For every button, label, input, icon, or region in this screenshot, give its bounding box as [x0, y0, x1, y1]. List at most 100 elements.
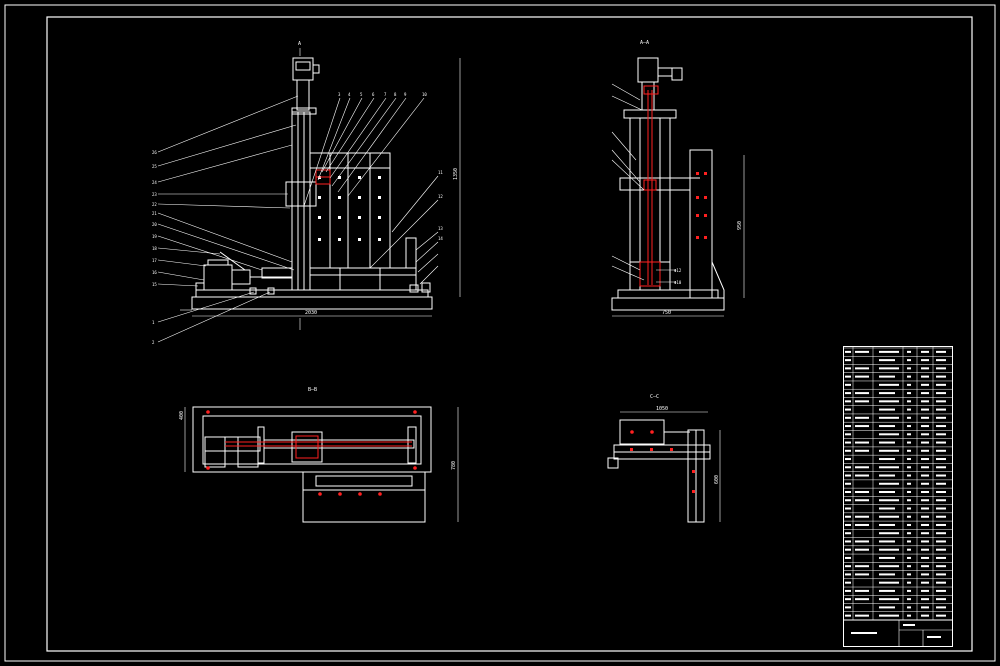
bom-cell-mark [921, 350, 929, 353]
detail-right-dim: 600 [714, 475, 720, 484]
bom-cell-mark [855, 367, 869, 370]
bom-cell-mark [845, 523, 851, 526]
bom-cell-mark [921, 598, 929, 601]
svg-text:14: 14 [438, 236, 443, 241]
bom-cell-mark [936, 408, 946, 411]
svg-text:25: 25 [152, 164, 157, 169]
svg-text:24: 24 [152, 180, 157, 185]
bom-cell-mark [845, 573, 851, 576]
bom-cell-mark [879, 482, 899, 485]
svg-text:8: 8 [394, 92, 397, 97]
bom-cell-mark [921, 614, 929, 617]
svg-text:19: 19 [152, 234, 157, 239]
front-view-red-detail [315, 169, 331, 185]
title-block-mark-2 [903, 624, 915, 626]
bom-cell-mark [921, 441, 929, 444]
bom-cell-mark [907, 482, 911, 485]
side-view-holes [696, 172, 707, 239]
bom-cell-mark [907, 474, 911, 477]
front-section-mark: A [298, 41, 301, 47]
bom-cell-mark [921, 515, 929, 518]
bom-cell-mark [921, 474, 929, 477]
bom-cell-mark [845, 392, 851, 395]
bom-cell-mark [921, 548, 929, 551]
bom-cell-mark [907, 416, 911, 419]
bom-cell-mark [907, 375, 911, 378]
side-width-dim: 750 [662, 310, 671, 316]
bom-cell-mark [855, 441, 869, 444]
svg-text:1: 1 [152, 320, 155, 325]
bom-cell-mark [845, 606, 851, 609]
bom-cell-mark [845, 400, 851, 403]
bom-cell-mark [879, 433, 899, 436]
detail-view-title: C—C [650, 394, 659, 400]
bom-cell-mark [936, 606, 946, 609]
bom-cell-mark [855, 523, 869, 526]
bom-cell-mark [936, 581, 946, 584]
bom-cell-mark [936, 491, 946, 494]
bom-cell-mark [855, 392, 869, 395]
bom-cell-mark [936, 441, 946, 444]
bom-cell-mark [921, 589, 929, 592]
bom-cell-mark [855, 515, 869, 518]
bom-grid [843, 346, 953, 621]
front-view-leaders [157, 95, 439, 343]
bom-cell-mark [879, 474, 895, 477]
bom-cell-mark [936, 474, 946, 477]
bom-cell-mark [855, 565, 869, 568]
plan-depth-dim: 780 [451, 461, 457, 470]
bom-cell-mark [879, 589, 895, 592]
bom-cell-mark [907, 441, 911, 444]
bom-cell-mark [855, 491, 869, 494]
bom-cell-mark [879, 581, 899, 584]
bom-cell-mark [845, 359, 851, 362]
bom-cell-mark [907, 392, 911, 395]
bom-cell-mark [855, 614, 869, 617]
bom-cell-mark [845, 367, 851, 370]
svg-text:3: 3 [338, 92, 341, 97]
bom-cell-mark [855, 425, 869, 428]
outer-frame [4, 4, 996, 662]
bom-cell-mark [879, 540, 895, 543]
bom-cell-mark [879, 400, 899, 403]
bom-cell-mark [921, 565, 929, 568]
bom-cell-mark [921, 499, 929, 502]
bom-cell-mark [936, 573, 946, 576]
bom-cell-mark [879, 606, 895, 609]
bom-cell-mark [921, 491, 929, 494]
bom-cell-mark [921, 425, 929, 428]
detail-top-dim: 1050 [656, 406, 668, 412]
bom-cell-mark [936, 416, 946, 419]
bom-cell-mark [845, 383, 851, 386]
bom-cell-mark [879, 507, 895, 510]
bom-cell-mark [845, 425, 851, 428]
bom-cell-mark [936, 458, 946, 461]
bom-cell-mark [936, 392, 946, 395]
bill-of-materials-table [843, 346, 953, 647]
bom-cell-mark [855, 474, 869, 477]
bom-cell-mark [921, 416, 929, 419]
bom-cell-mark [921, 449, 929, 452]
bom-cell-mark [907, 466, 911, 469]
bom-cell-mark [907, 515, 911, 518]
bom-cell-mark [845, 350, 851, 353]
bom-cell-mark [845, 466, 851, 469]
detail-view-red-detail [630, 430, 695, 493]
bom-cell-mark [845, 507, 851, 510]
front-height-dim: 1350 [453, 168, 459, 180]
bom-cell-mark [855, 548, 869, 551]
bom-cell-mark [845, 598, 851, 601]
bom-cell-mark [921, 458, 929, 461]
bom-cell-mark [845, 474, 851, 477]
bom-cell-mark [879, 532, 899, 535]
bom-cell-mark [907, 359, 911, 362]
bom-cell-mark [921, 400, 929, 403]
bom-cell-mark [845, 581, 851, 584]
bom-cell-mark [907, 589, 911, 592]
bom-cell-mark [907, 598, 911, 601]
bom-cell-mark [845, 449, 851, 452]
bom-cell-mark [907, 408, 911, 411]
title-block-mark-1 [851, 632, 877, 634]
bom-cell-mark [855, 598, 869, 601]
